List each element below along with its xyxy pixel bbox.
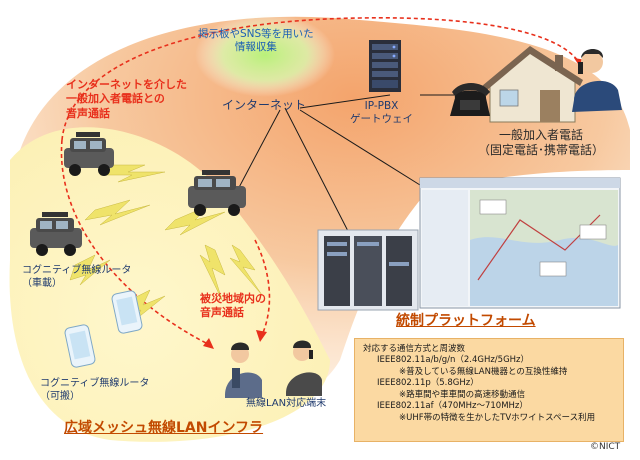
terminal-user-icon-2 [286,340,322,396]
control-server-racks [317,229,419,311]
disaster-call-label: 被災地域内の 音声通話 [200,292,266,320]
copyright-label: ©NICT [590,442,621,452]
vehicle-icon-3 [30,212,82,256]
control-platform-title: 統制プラットフォーム [396,313,536,329]
terminal-label: 無線LAN対応端末 [246,398,327,409]
house-icon [482,46,583,123]
vehicle-icon-1 [64,132,114,176]
telephone-icon [450,83,490,116]
white-notch [0,0,20,460]
portable-router-icon-2 [64,324,96,368]
line-internet-platform [284,107,351,236]
call-path-arrow-end [203,338,214,349]
sns-info-text: 掲示板やSNS等を用いた 情報収集 [198,28,314,54]
spec-item: IEEE802.11af（470MHz～710MHz） [377,401,528,412]
pstn-label: 一般加入者電話 （固定電話･携帯電話） [478,128,605,157]
spec-item: IEEE802.11a/b/g/n（2.4GHz/5GHz） [377,355,530,366]
control-map-screen [419,177,621,309]
portable-router-icon-1 [111,290,143,334]
spec-heading: 対応する通信方式と周波数 [363,344,466,354]
sns-info-label: 掲示板やSNS等を用いた 情報収集 [198,28,314,54]
spec-item: IEEE802.11p（5.8GHz） [377,378,479,389]
terminal-user-icon-1 [225,342,262,398]
mesh-infra-title: 広域メッシュ無線LANインフラ [64,420,264,436]
vehicle-icon-2 [188,170,246,216]
line-internet-vehicle [234,109,281,196]
ippbx-label: IP-PBX ゲートウェイ [350,100,413,126]
internet-call-path-down [60,139,211,346]
disaster-call-path [254,239,271,336]
router-vehicle-label: コグニティブ無線ルータ （車載） [22,265,132,289]
internet-cloud-glow [195,13,335,97]
disaster-arrow-head [256,330,267,342]
ippbx-server-icon [369,40,401,92]
caller-person-icon [572,49,622,112]
internet-call-label: インターネットを介した 一般加入者電話との 音声通話 [66,78,187,120]
spec-box: 対応する通信方式と周波数 IEEE802.11a/b/g/n（2.4GHz/5G… [354,338,624,442]
spec-note: ※路車間や車車間の高速移動通信 [399,389,526,400]
spec-note: ※普及している無線LAN機器との互換性維持 [399,366,568,377]
line-internet-map [299,109,421,186]
internet-label: インターネット [222,98,307,112]
router-portable-label: コグニティブ無線ルータ （可搬） [40,378,150,402]
line-internet-ippbx [299,94,391,109]
internet-call-path [61,17,581,141]
spec-note: ※UHF帯の特徴を生かしたTVホワイトスペース利用 [399,412,596,423]
